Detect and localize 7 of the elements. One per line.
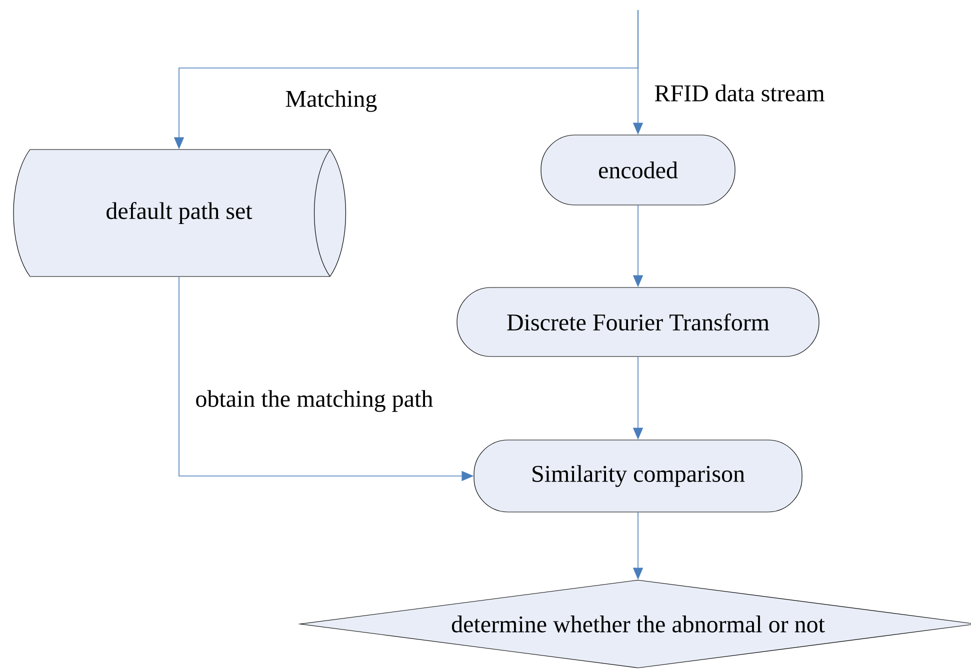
storage-cylinder: default path set bbox=[13, 149, 346, 277]
edge-label: RFID data stream bbox=[654, 84, 824, 102]
process-box: encoded bbox=[540, 134, 736, 206]
process-box: Discrete Fourier Transform bbox=[456, 287, 820, 357]
process-box: Similarity comparison bbox=[474, 440, 802, 512]
edge-label: obtain the matching path bbox=[196, 390, 433, 412]
edge-label: Matching bbox=[286, 90, 377, 112]
